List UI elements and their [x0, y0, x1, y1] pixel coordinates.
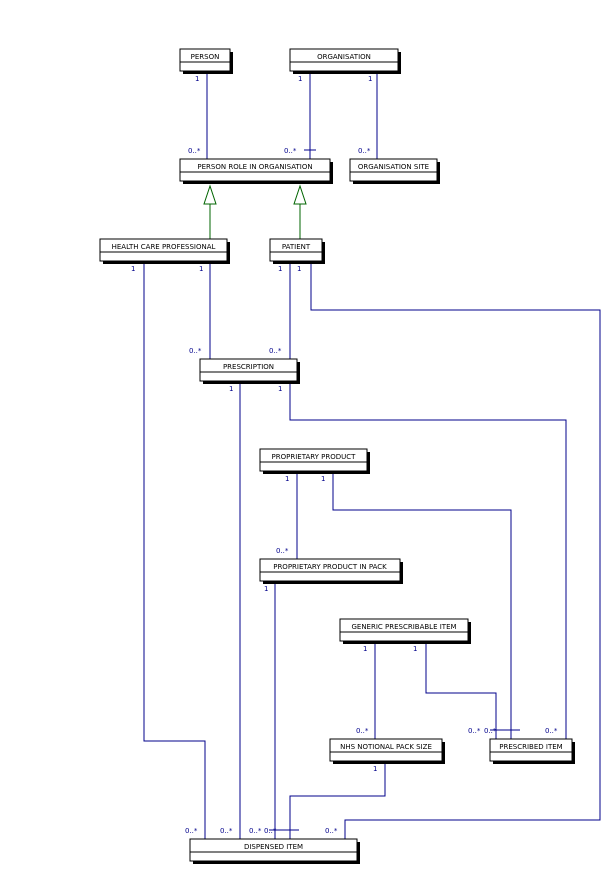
- mult-person-one: 1: [195, 75, 199, 83]
- entity-label: PATIENT: [282, 243, 311, 251]
- mult-dispensed-prescription-many: 0..*: [220, 827, 233, 835]
- mult-prescribed-generic-many: 0..*: [484, 727, 497, 735]
- entity-label: PERSON: [191, 53, 220, 61]
- mult-dispensed-patient-many: 0..*: [325, 827, 338, 835]
- entity-prescribed-item[interactable]: PRESCRIBED ITEM: [489, 738, 575, 764]
- entity-proprietary-product-in-pack[interactable]: PROPRIETARY PRODUCT IN PACK: [259, 558, 403, 584]
- multiplicity-labels: 1 0..* 1 0..* 1 0..* 1 1 1 1 0..* 0..* 1…: [131, 75, 558, 835]
- mult-pp-pack-one: 1: [285, 475, 289, 483]
- mult-role-org-many: 0..*: [284, 147, 297, 155]
- gen-patient-triangle: [293, 184, 307, 205]
- rel-patient-dispensed: [310, 262, 601, 840]
- mult-nhs-generic-many: 0..*: [356, 727, 369, 735]
- entity-organisation[interactable]: ORGANISATION: [289, 48, 401, 74]
- entity-proprietary-product[interactable]: PROPRIETARY PRODUCT: [259, 448, 370, 474]
- entity-label: PROPRIETARY PRODUCT IN PACK: [273, 563, 387, 571]
- mult-site-many: 0..*: [358, 147, 371, 155]
- mult-pp-prescribed-one: 1: [321, 475, 325, 483]
- relationship-lines: [143, 72, 601, 840]
- entity-label: PRESCRIPTION: [223, 363, 274, 371]
- mult-dispensed-nhs-many: 0..*: [264, 827, 277, 835]
- rel-pp-prescribed: [332, 472, 512, 740]
- mult-generic-nhs-one: 1: [363, 645, 367, 653]
- entity-generic-prescribable-item[interactable]: GENERIC PRESCRIBABLE ITEM: [339, 618, 471, 644]
- mult-hcp-dispensed-one: 1: [131, 265, 135, 273]
- mult-prescription-hcp-many: 0..*: [189, 347, 202, 355]
- mult-prescription-patient-many: 0..*: [269, 347, 282, 355]
- entity-label: PROPRIETARY PRODUCT: [272, 453, 357, 461]
- entity-label: NHS NOTIONAL PACK SIZE: [340, 743, 432, 751]
- entity-patient[interactable]: PATIENT: [269, 238, 325, 264]
- mult-prescription-prescribed-one: 1: [278, 385, 282, 393]
- entity-label: ORGANISATION: [317, 53, 371, 61]
- gen-hcp-triangle: [203, 184, 217, 205]
- mult-generic-prescribed-one: 1: [413, 645, 417, 653]
- entity-prescription[interactable]: PRESCRIPTION: [199, 358, 300, 384]
- rel-prescription-prescribed: [289, 382, 567, 740]
- entity-nhs-notional-pack-size[interactable]: NHS NOTIONAL PACK SIZE: [329, 738, 445, 764]
- mult-patient-prescription-one: 1: [278, 265, 282, 273]
- entity-dispensed-item[interactable]: DISPENSED ITEM: [189, 838, 360, 864]
- rel-generic-prescribed: [425, 642, 497, 740]
- rel-hcp-dispensed: [143, 262, 206, 840]
- mult-pack-pp-many: 0..*: [276, 547, 289, 555]
- entity-label: DISPENSED ITEM: [244, 843, 303, 851]
- mult-org-site-one: 1: [368, 75, 372, 83]
- entity-person[interactable]: PERSON: [179, 48, 233, 74]
- entity-organisation-site[interactable]: ORGANISATION SITE: [349, 158, 440, 184]
- mult-pack-dispensed-one: 1: [264, 585, 268, 593]
- entity-label: PRESCRIBED ITEM: [499, 743, 562, 751]
- mult-prescribed-prescription-many: 0..*: [545, 727, 558, 735]
- mult-nhs-dispensed-one: 1: [373, 765, 377, 773]
- mult-prescription-dispensed-one: 1: [229, 385, 233, 393]
- mult-patient-dispensed-one: 1: [297, 265, 301, 273]
- mult-dispensed-hcp-many: 0..*: [185, 827, 198, 835]
- entity-label: ORGANISATION SITE: [358, 163, 429, 171]
- entity-label: GENERIC PRESCRIBABLE ITEM: [351, 623, 456, 631]
- mult-dispensed-pack-many: 0..*: [249, 827, 262, 835]
- entity-label: PERSON ROLE IN ORGANISATION: [197, 163, 312, 171]
- mult-prescribed-pp-many: 0..*: [468, 727, 481, 735]
- mult-hcp-prescription-one: 1: [199, 265, 203, 273]
- mult-org-role-one: 1: [298, 75, 302, 83]
- entity-person-role-in-organisation[interactable]: PERSON ROLE IN ORGANISATION: [179, 158, 333, 184]
- mult-role-person-many: 0..*: [188, 147, 201, 155]
- entity-label: HEALTH CARE PROFESSIONAL: [112, 243, 216, 251]
- entity-health-care-professional[interactable]: HEALTH CARE PROFESSIONAL: [99, 238, 230, 264]
- rel-nhs-dispensed: [289, 762, 386, 840]
